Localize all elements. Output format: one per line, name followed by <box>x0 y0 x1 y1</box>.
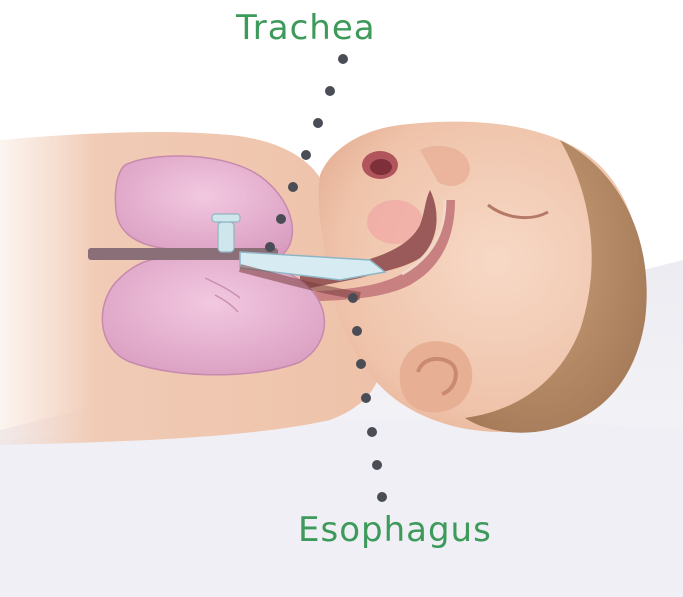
trachea-label: Trachea <box>236 8 376 48</box>
ear <box>400 341 473 412</box>
esophagus-label: Esophagus <box>298 510 492 550</box>
